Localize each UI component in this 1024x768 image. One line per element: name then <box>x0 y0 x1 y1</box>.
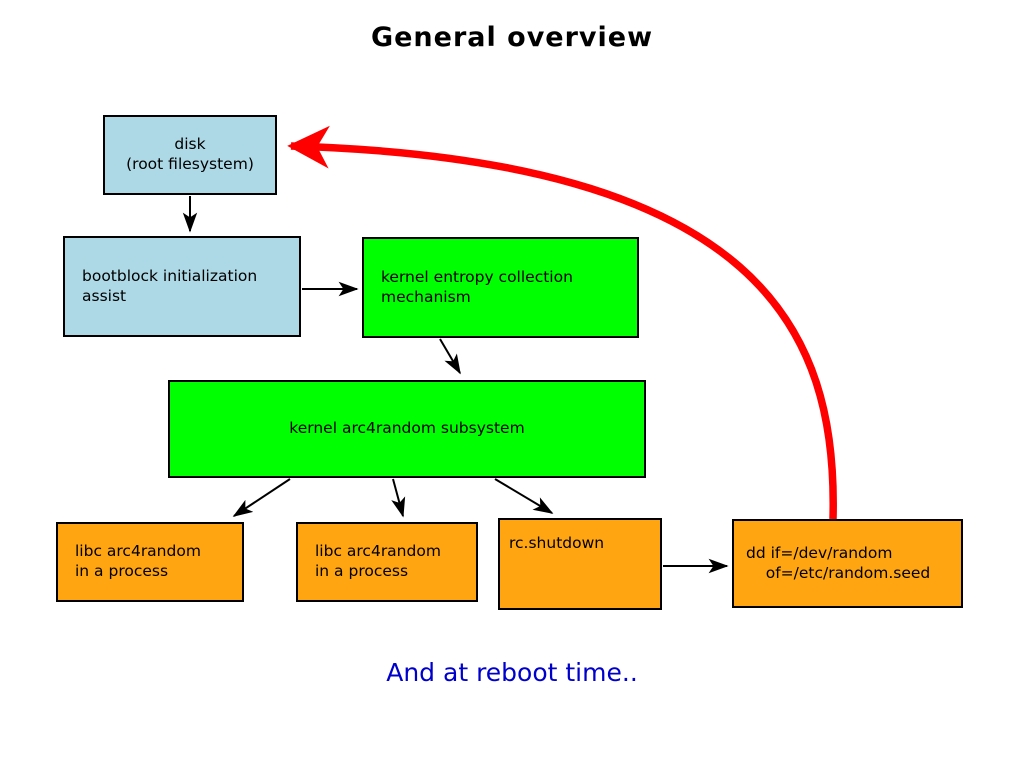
node-kernel-arc4random-label: kernel arc4random subsystem <box>289 419 525 438</box>
node-disk-label: disk (root filesystem) <box>126 135 254 173</box>
node-disk[interactable]: disk (root filesystem) <box>103 115 277 195</box>
node-kernel-entropy-label: kernel entropy collection mechanism <box>381 267 573 306</box>
node-rc-shutdown-label: rc.shutdown <box>509 534 605 552</box>
node-bootblock-initialization-assist[interactable]: bootblock initialization assist <box>63 236 301 337</box>
node-rc-shutdown[interactable]: rc.shutdown <box>498 518 662 610</box>
node-libc-arc4random-1-label: libc arc4random in a process <box>75 542 201 580</box>
page-caption: And at reboot time.. <box>386 658 638 687</box>
edge-arc4random-to-rc-shutdown <box>494 478 554 514</box>
page-title: General overview <box>370 22 654 53</box>
edge-arc4random-to-libc-2 <box>391 478 406 518</box>
node-kernel-arc4random-subsystem[interactable]: kernel arc4random subsystem <box>168 380 646 478</box>
edge-entropy-to-arc4random <box>439 338 461 375</box>
node-kernel-entropy-collection-mechanism[interactable]: kernel entropy collection mechanism <box>362 237 639 338</box>
node-libc-arc4random-2-label: libc arc4random in a process <box>315 542 441 580</box>
node-bootblock-label: bootblock initialization assist <box>82 266 258 305</box>
edge-arc4random-to-libc-1 <box>232 478 291 517</box>
node-dd-random-seed[interactable]: dd if=/dev/random of=/etc/random.seed <box>732 519 963 608</box>
node-libc-arc4random-process-2[interactable]: libc arc4random in a process <box>296 522 478 602</box>
node-dd-random-seed-label: dd if=/dev/random of=/etc/random.seed <box>746 543 931 582</box>
node-libc-arc4random-process-1[interactable]: libc arc4random in a process <box>56 522 244 602</box>
